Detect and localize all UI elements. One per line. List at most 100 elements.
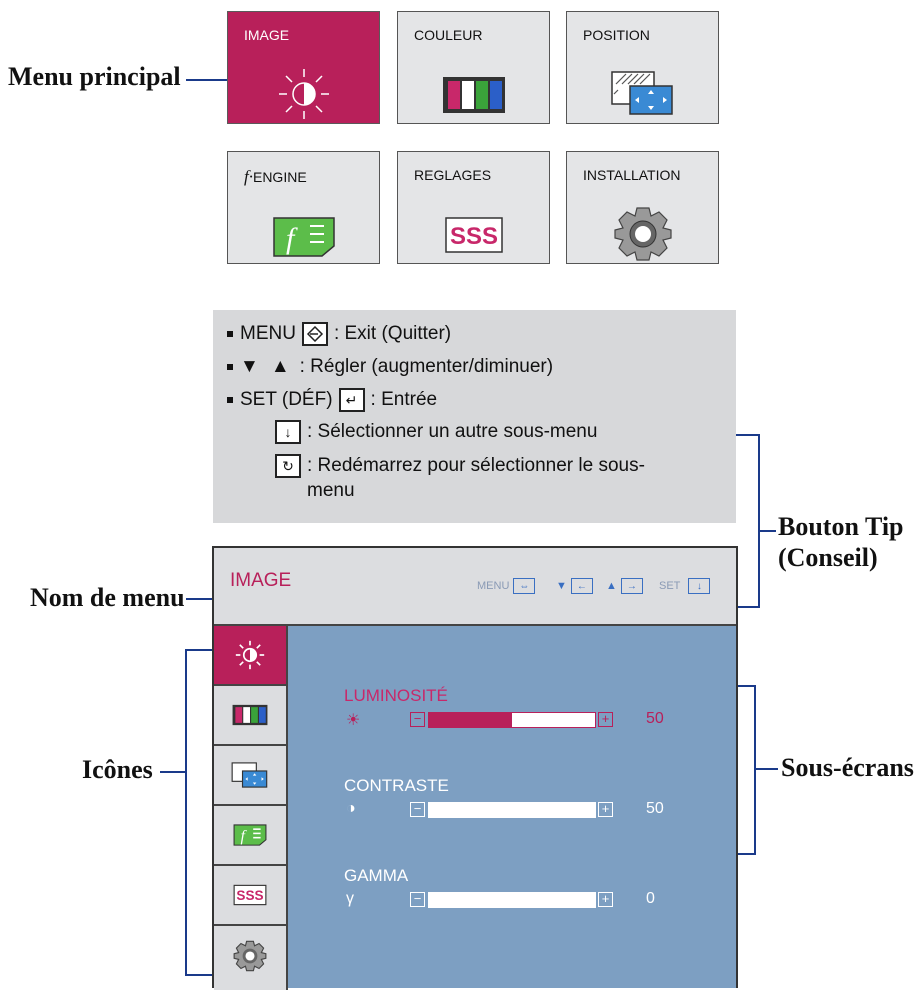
sidebar-item-position[interactable] — [214, 746, 286, 806]
sub-setting-2[interactable]: CONTRASTE ◑ − +50 — [344, 776, 664, 818]
callout-line — [186, 79, 228, 81]
sidebar-item-installation[interactable] — [214, 926, 286, 986]
tip-box: MENU : Exit (Quitter) ▼ ▲ : Régler (augm… — [213, 310, 736, 523]
slider-track[interactable] — [428, 712, 596, 728]
brightness-icon — [235, 640, 265, 670]
callout-line — [756, 768, 778, 770]
hint-up[interactable]: ▲→ — [606, 578, 643, 594]
position-icon — [610, 70, 676, 121]
left-arrow-icon: ← — [570, 578, 593, 594]
tip-menu-row: MENU : Exit (Quitter) — [227, 322, 451, 346]
callout-bracket — [736, 606, 760, 608]
callout-line — [186, 598, 212, 600]
down-key-icon: ↓ — [688, 578, 711, 594]
minus-icon[interactable]: − — [410, 712, 425, 727]
plus-icon[interactable]: + — [598, 892, 613, 907]
slider-fill — [429, 893, 512, 907]
right-arrow-icon: → — [620, 578, 643, 594]
up-arrow-icon: ▲ — [270, 356, 290, 377]
tracking-icon: SSS — [233, 884, 267, 906]
sub-setting-value: 50 — [646, 710, 664, 727]
callout-line — [760, 530, 776, 532]
tip-set-row: SET (DÉF) ↵ : Entrée — [227, 388, 437, 412]
menu-tile-reglages[interactable]: REGLAGES SSS — [397, 151, 550, 264]
contrast-icon: ◑ — [346, 800, 356, 817]
position-icon — [231, 762, 268, 788]
sidebar-item-couleur[interactable] — [214, 686, 286, 746]
minus-icon[interactable]: − — [410, 892, 425, 907]
f-engine-icon: f — [272, 216, 336, 263]
down-arrow-icon: ▼ — [240, 356, 259, 377]
brightness-icon — [274, 64, 334, 129]
color-bars-icon — [232, 704, 268, 726]
sub-setting-3[interactable]: GAMMA γ − +0 — [344, 866, 655, 908]
menu-tile-couleur[interactable]: COULEUR — [397, 11, 550, 124]
plus-icon[interactable]: + — [598, 712, 613, 727]
sub-setting-value: 0 — [646, 890, 655, 907]
callout-bracket — [738, 853, 756, 855]
slider-fill — [429, 713, 512, 727]
restart-key-icon: ↻ — [275, 454, 301, 478]
callout-icones: Icônes — [82, 755, 153, 784]
osd-icon-sidebar: f SSS — [214, 626, 288, 990]
svg-text:f: f — [240, 828, 247, 845]
callout-bracket — [736, 434, 760, 436]
tile-label: POSITION — [583, 27, 650, 43]
svg-text:SSS: SSS — [449, 223, 497, 250]
tracking-icon: SSS — [444, 216, 504, 259]
svg-text:SSS: SSS — [236, 888, 263, 903]
osd-window: IMAGE MENU⇔ ▼← ▲→ SET↓ f — [212, 546, 738, 990]
tile-label: IMAGE — [244, 27, 290, 43]
slider-track[interactable] — [428, 802, 596, 818]
gear-icon — [613, 204, 673, 269]
f-engine-icon: f — [233, 824, 267, 846]
menu-tile-f-engine[interactable]: f·ENGINE f — [227, 151, 380, 264]
menu-tile-image[interactable]: IMAGE — [227, 11, 380, 124]
callout-bracket — [758, 434, 760, 608]
minus-icon[interactable]: − — [410, 802, 425, 817]
tip-restart-row: ↻ : Redémarrez pour sélectionner le sous… — [269, 454, 645, 478]
menu-name: IMAGE — [230, 570, 292, 591]
exit-icon: ⇔ — [513, 578, 536, 594]
tip-select-row: ↓ : Sélectionner un autre sous-menu — [269, 420, 597, 444]
sun-icon: ☀ — [346, 712, 361, 729]
osd-header: IMAGE MENU⇔ ▼← ▲→ SET↓ — [214, 548, 736, 626]
plus-icon[interactable]: + — [598, 802, 613, 817]
sub-setting-value: 50 — [646, 800, 664, 817]
exit-key-icon — [301, 322, 328, 346]
callout-bracket — [754, 685, 756, 855]
slider-fill — [429, 803, 512, 817]
callout-bouton-tip-2: (Conseil) — [778, 543, 878, 572]
sub-setting-label: LUMINOSITÉ — [344, 686, 448, 705]
callout-bracket — [738, 685, 756, 687]
callout-bracket — [185, 974, 212, 976]
callout-sous-ecrans: Sous-écrans — [781, 753, 914, 782]
sidebar-item-image[interactable] — [214, 626, 286, 686]
callout-nom-de-menu: Nom de menu — [30, 583, 185, 612]
color-bars-icon — [442, 76, 506, 119]
menu-tile-installation[interactable]: INSTALLATION — [566, 151, 719, 264]
hint-down[interactable]: ▼← — [556, 578, 593, 594]
enter-key-icon: ↵ — [338, 388, 365, 412]
tile-label: INSTALLATION — [583, 167, 681, 183]
hint-set[interactable]: SET↓ — [659, 578, 711, 594]
gamma-icon: γ — [346, 890, 354, 907]
sub-setting-label: CONTRASTE — [344, 776, 449, 795]
hint-menu[interactable]: MENU⇔ — [477, 578, 536, 594]
tile-label: REGLAGES — [414, 167, 492, 183]
sidebar-item-f-engine[interactable]: f — [214, 806, 286, 866]
tile-label: COULEUR — [414, 27, 483, 43]
sub-setting-1[interactable]: LUMINOSITÉ ☀ − +50 — [344, 686, 664, 729]
gear-icon — [233, 940, 267, 972]
sub-setting-label: GAMMA — [344, 866, 409, 885]
down-key-icon: ↓ — [275, 420, 301, 444]
tip-adjust-row: ▼ ▲ : Régler (augmenter/diminuer) — [227, 356, 553, 378]
callout-menu-principal: Menu principal — [8, 62, 181, 91]
callout-bracket — [185, 649, 187, 976]
menu-tile-position[interactable]: POSITION — [566, 11, 719, 124]
callout-bracket — [185, 649, 212, 651]
tile-label-engine: f·ENGINE — [244, 167, 307, 186]
slider-track[interactable] — [428, 892, 596, 908]
sidebar-item-reglages[interactable]: SSS — [214, 866, 286, 926]
tip-restart-row-2: menu — [307, 480, 355, 501]
